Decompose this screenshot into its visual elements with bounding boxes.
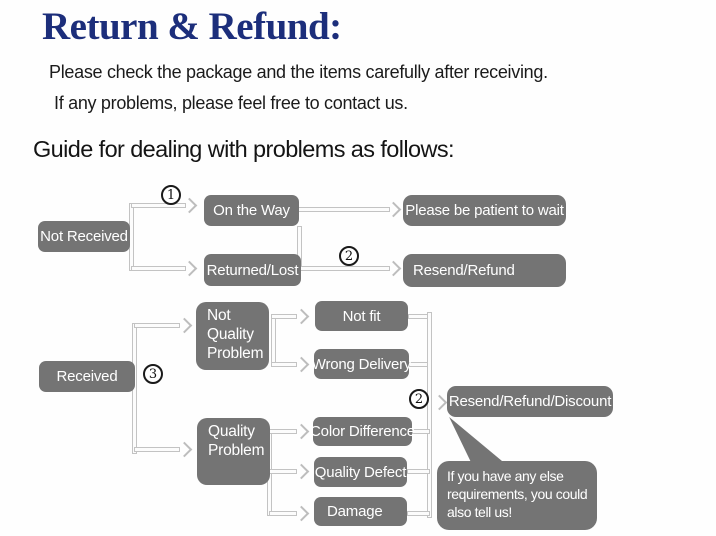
node-resend-refund-discount: Resend/Refund/Discount — [447, 386, 613, 417]
node-not-fit: Not fit — [315, 301, 408, 331]
connector-line — [271, 314, 276, 367]
speech-bubble-note: If you have any else requirements, you c… — [437, 461, 597, 530]
circled-step-2b-marker: 2 — [409, 389, 429, 409]
node-on-the-way: On the Way — [204, 195, 299, 226]
circled-step-2-marker: 2 — [339, 246, 359, 266]
node-returned-lost: Returned/Lost — [204, 254, 301, 286]
connector-line — [407, 469, 430, 474]
arrow-right-icon — [181, 260, 198, 277]
speech-bubble-tail — [449, 417, 508, 466]
connector-line — [134, 447, 180, 452]
arrow-right-icon — [176, 441, 193, 458]
connector-line — [298, 207, 390, 212]
arrow-right-icon — [293, 356, 310, 373]
connector-line — [412, 429, 430, 434]
circled-step-3-marker: 3 — [143, 364, 163, 384]
arrow-right-icon — [293, 308, 310, 325]
arrow-right-icon — [385, 260, 402, 277]
connector-line — [407, 511, 430, 516]
node-color-difference: Color Difference — [310, 417, 415, 446]
connector-line — [299, 266, 390, 271]
circled-step-1-marker: 1 — [161, 185, 181, 205]
node-resend-refund: Resend/Refund — [403, 254, 566, 287]
connector-line — [427, 312, 432, 518]
guide-heading: Guide for dealing with problems as follo… — [33, 136, 455, 162]
connector-line — [134, 323, 180, 328]
arrow-right-icon — [385, 201, 402, 218]
node-quality-problem: Quality Problem — [197, 418, 270, 485]
bubble-line-2: requirements, you could — [447, 485, 588, 502]
page-title: Return & Refund: — [42, 5, 342, 48]
connector-line — [131, 203, 186, 208]
connector-line — [131, 266, 186, 271]
arrow-right-icon — [181, 197, 198, 214]
arrow-right-icon — [176, 317, 193, 334]
node-damage: Damage — [314, 497, 407, 526]
intro-line-1: Please check the package and the items c… — [49, 62, 548, 82]
node-not-received: Not Received — [38, 221, 130, 252]
bubble-line-3: also tell us! — [447, 503, 512, 520]
node-received: Received — [39, 361, 135, 392]
node-please-be-patient: Please be patient to wait — [403, 195, 566, 226]
node-not-quality-problem: Not Quality Problem — [196, 302, 269, 370]
connector-line — [271, 314, 297, 319]
arrow-right-icon — [293, 463, 310, 480]
arrow-right-icon — [431, 394, 448, 411]
node-quality-defect: Quality Defect — [314, 457, 407, 487]
bubble-line-1: If you have any else — [447, 468, 564, 484]
arrow-right-icon — [293, 505, 310, 522]
intro-line-2: If any problems, please feel free to con… — [54, 93, 408, 113]
arrow-right-icon — [293, 423, 310, 440]
connector-line — [269, 511, 297, 516]
node-wrong-delivery: Wrong Delivery — [312, 349, 411, 379]
connector-line — [271, 362, 297, 367]
